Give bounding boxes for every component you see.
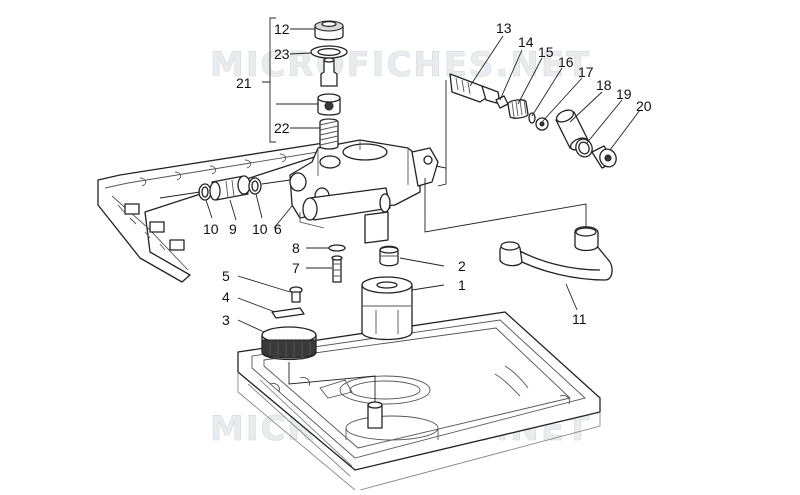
callout-7: 7	[292, 260, 300, 276]
o-ring-right	[248, 177, 262, 195]
callout-4: 4	[222, 289, 230, 305]
callout-labels: 12 23 21 22 13 14 15 16 17 18 19 20 10 9…	[203, 20, 652, 328]
callout-3: 3	[222, 312, 230, 328]
pressure-valve-cap	[314, 20, 344, 41]
pump-mounting-bolt	[331, 255, 343, 283]
strainer-axis-line	[288, 362, 376, 405]
plug-axis-line	[159, 179, 291, 199]
pressure-sender	[449, 73, 501, 105]
callout-12: 12	[274, 21, 290, 37]
valve-sleeve	[317, 93, 341, 116]
callout-8: 8	[292, 240, 300, 256]
watermark-top: MICROFICHES.NET	[210, 45, 591, 85]
valve-washer	[528, 112, 536, 124]
callout-10-left: 10	[203, 221, 219, 237]
valve-spring	[507, 99, 529, 119]
filter-fitting	[379, 245, 399, 267]
callout-13: 13	[496, 20, 512, 36]
relief-valve-assembly	[310, 20, 348, 150]
callout-11: 11	[572, 311, 587, 327]
seal-ring	[575, 138, 593, 158]
callout-17: 17	[578, 64, 594, 80]
callout-10-right: 10	[252, 221, 268, 237]
delivery-pipe	[499, 226, 613, 281]
gasket	[310, 45, 348, 59]
leader-lines	[205, 28, 641, 333]
spacer	[535, 117, 549, 131]
valve-piston	[320, 57, 338, 87]
callout-6: 6	[274, 221, 282, 237]
callout-18: 18	[596, 77, 612, 93]
callout-20: 20	[636, 98, 652, 114]
pipe-route-line	[424, 178, 587, 233]
strainer-clip	[271, 307, 305, 319]
clip-screw	[289, 286, 303, 303]
callout-19: 19	[616, 86, 632, 102]
o-ring-left	[198, 183, 212, 201]
callout-23: 23	[274, 46, 290, 62]
oil-pump-body	[289, 139, 439, 244]
callout-14: 14	[518, 34, 534, 50]
callout-1: 1	[458, 277, 466, 293]
sump-pickup-post	[367, 401, 383, 429]
callout-16: 16	[558, 54, 574, 70]
callout-5: 5	[222, 268, 230, 284]
valve-route-line	[435, 165, 447, 187]
bolt-washer	[328, 244, 346, 252]
oil-filter	[361, 276, 413, 341]
oil-strainer	[261, 326, 317, 361]
relief-spring	[319, 118, 339, 150]
callout-9: 9	[229, 221, 237, 237]
bracket-21	[262, 17, 276, 143]
callout-21: 21	[236, 75, 252, 91]
sump-gasket	[97, 141, 337, 283]
plug-screw	[591, 145, 617, 169]
oil-sump	[237, 311, 601, 491]
callout-15: 15	[538, 44, 554, 60]
callout-22: 22	[274, 120, 290, 136]
callout-2: 2	[458, 258, 466, 274]
